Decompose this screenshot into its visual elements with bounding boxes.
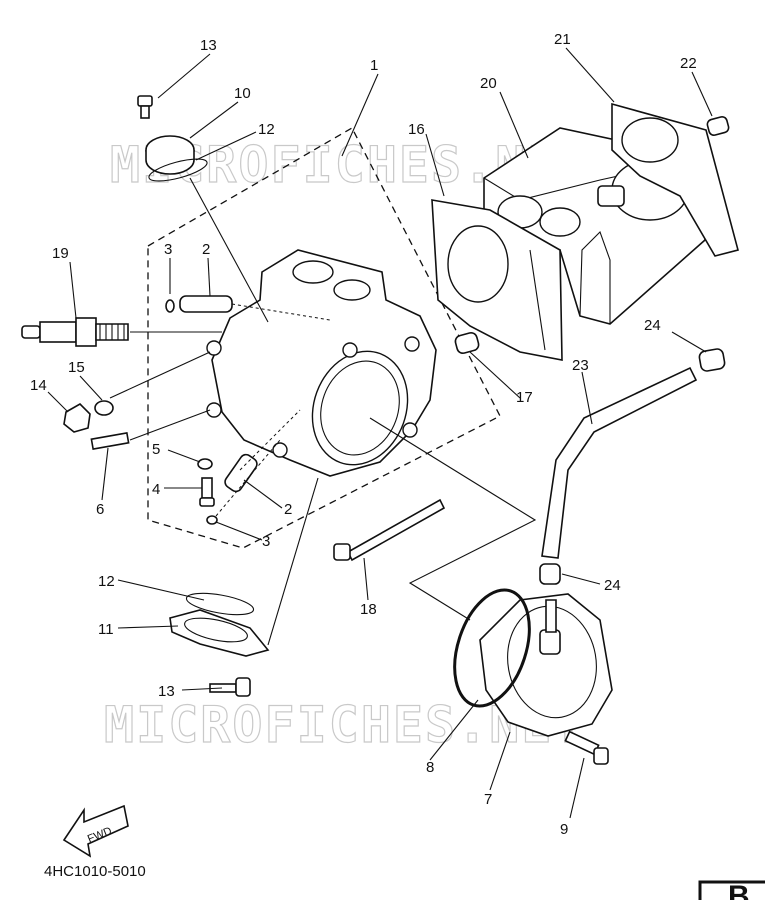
leader-head-to-cover — [369, 417, 537, 621]
nut-14 — [63, 403, 91, 433]
leader-washer-15 — [109, 351, 211, 399]
callout-14: 14 — [30, 377, 47, 394]
callout-23: 23 — [572, 357, 589, 374]
o-ring-12-top — [148, 158, 208, 182]
callout-24-top: 24 — [644, 317, 661, 334]
o-ring-12-bottom — [185, 592, 255, 616]
callout-3-top: 3 — [164, 241, 172, 258]
guide-dotted-3 — [215, 439, 281, 517]
washer-15 — [94, 400, 114, 416]
fwd-arrow-icon: FWD — [62, 804, 129, 858]
valve-guide-upper — [179, 295, 233, 313]
clip-upper — [165, 299, 175, 313]
callout-19: 19 — [52, 245, 69, 262]
callout-24-bottom: 24 — [604, 577, 621, 594]
cylinder-gasket-top — [611, 102, 739, 257]
tappet-cover-11 — [169, 609, 270, 657]
corner-tab: B — [698, 880, 765, 900]
callout-10: 10 — [234, 85, 251, 102]
spark-plug — [21, 317, 129, 347]
dowel-pin-22 — [706, 116, 730, 136]
breather-hose-23 — [541, 366, 698, 559]
callout-9: 9 — [560, 821, 568, 838]
callout-11: 11 — [98, 621, 114, 638]
crankcase-cover-7 — [479, 593, 613, 737]
callout-5: 5 — [152, 441, 160, 458]
callout-15: 15 — [68, 359, 85, 376]
callout-1: 1 — [370, 57, 378, 74]
callout-4: 4 — [152, 481, 160, 498]
cylinder-head — [206, 249, 437, 477]
stud-6 — [90, 432, 130, 450]
leader-cover-to-head-lower — [267, 477, 319, 646]
callout-17: 17 — [516, 389, 533, 406]
guide-dotted-2 — [239, 409, 301, 471]
callout-leaders — [47, 47, 713, 819]
callout-21: 21 — [554, 31, 571, 48]
callout-12-bottom: 12 — [98, 573, 115, 590]
diagram-code: 4HC1010-5010 — [44, 863, 146, 880]
callout-16: 16 — [408, 121, 425, 138]
callout-20: 20 — [480, 75, 497, 92]
callout-7: 7 — [484, 791, 492, 808]
callout-12-top: 12 — [258, 121, 275, 138]
callout-2-top: 2 — [202, 241, 210, 258]
leader-cover-to-head — [189, 177, 269, 323]
tappet-cover-10 — [145, 135, 195, 175]
corner-letter: B — [728, 880, 750, 900]
base-gasket — [431, 199, 563, 361]
callout-22: 22 — [680, 55, 697, 72]
bolt-13-bottom — [209, 677, 251, 697]
bolt-9 — [564, 730, 609, 765]
bolt-4 — [199, 477, 215, 507]
callout-6: 6 — [96, 501, 104, 518]
bolt-13-top — [137, 95, 153, 119]
callout-18: 18 — [360, 601, 377, 618]
washer-5 — [197, 458, 213, 470]
leader-stud-6 — [129, 409, 211, 441]
dowel-pin-17 — [454, 332, 480, 354]
callout-8: 8 — [426, 759, 434, 776]
callout-13-top: 13 — [200, 37, 217, 54]
assembly-boundary-dashed — [147, 127, 501, 549]
plug-24-top — [698, 348, 726, 372]
stud-bolt-18 — [333, 498, 446, 562]
callout-3-bottom: 3 — [262, 533, 270, 550]
callout-2-bottom: 2 — [284, 501, 292, 518]
plug-24-bottom — [539, 563, 561, 585]
clip-lower — [206, 515, 218, 525]
guide-dotted-1 — [231, 303, 331, 321]
callout-13-bottom: 13 — [158, 683, 175, 700]
